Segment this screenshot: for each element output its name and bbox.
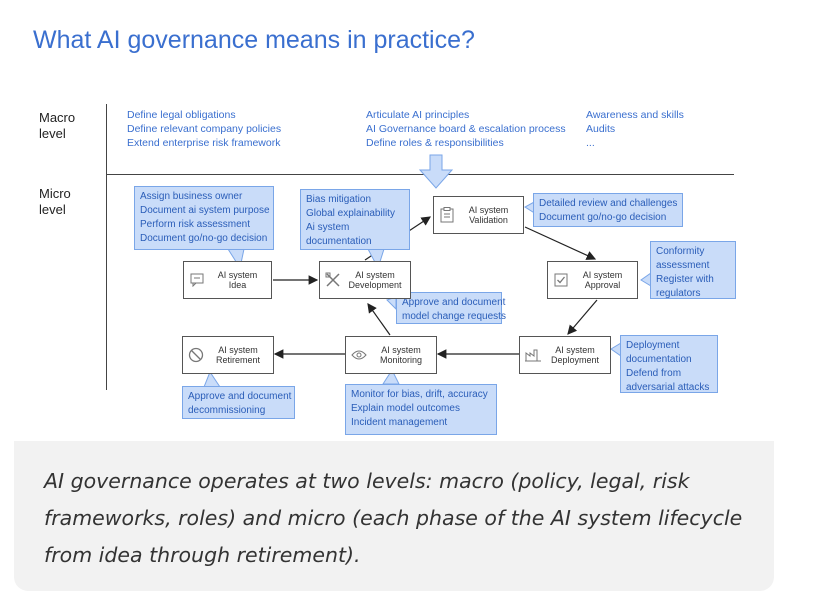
macro-column-principles: Articulate AI principles AI Governance b… xyxy=(366,108,566,150)
macro-item: Define roles & responsibilities xyxy=(366,137,504,149)
note-line: Conformity xyxy=(656,246,705,257)
note-retirement-tasks: Approve and document decommissioning xyxy=(182,386,295,419)
macro-item: Define legal obligations xyxy=(127,109,236,121)
note-line: documentation xyxy=(306,236,372,247)
node-label: AI system Approval xyxy=(582,270,623,290)
note-validation-tasks: Detailed review and challenges Document … xyxy=(533,193,683,227)
factory-icon xyxy=(520,348,546,362)
node-deployment: AI system Deployment xyxy=(519,336,611,374)
note-line: Bias mitigation xyxy=(306,194,372,205)
macro-item: Awareness and skills xyxy=(586,109,684,121)
node-validation: AI system Validation xyxy=(433,196,524,234)
note-line: Defend from xyxy=(626,368,682,379)
macro-level-label: Macro level xyxy=(39,110,76,141)
note-line: Document go/no-go decision xyxy=(539,212,667,223)
note-line: Detailed review and challenges xyxy=(539,198,678,209)
node-idea: AI system Idea xyxy=(183,261,272,299)
level-divider-vertical xyxy=(106,104,107,390)
macro-item: Articulate AI principles xyxy=(366,109,470,121)
note-line: Perform risk assessment xyxy=(140,219,251,230)
node-label: AI system Validation xyxy=(468,205,509,225)
note-line: Deployment xyxy=(626,340,680,351)
macro-item: Extend enterprise risk framework xyxy=(127,137,281,149)
node-label: AI system Retirement xyxy=(215,345,260,365)
arrow-monitoring-development xyxy=(367,303,391,336)
caption-box: AI governance operates at two levels: ma… xyxy=(14,441,774,591)
note-line: assessment xyxy=(656,260,710,271)
note-line: adversarial attacks xyxy=(626,382,710,393)
macro-item: Define relevant company policies xyxy=(127,123,282,135)
node-label: AI system Idea xyxy=(217,270,258,290)
note-line: Ai system xyxy=(306,222,350,233)
chat-bubble-icon xyxy=(184,273,210,287)
macro-column-legal: Define legal obligations Define relevant… xyxy=(127,108,281,150)
note-line: Assign business owner xyxy=(140,191,243,202)
macro-item: AI Governance board & escalation process xyxy=(366,123,566,135)
micro-level-label: Micro level xyxy=(39,186,71,217)
node-approval: AI system Approval xyxy=(547,261,638,299)
macro-column-skills: Awareness and skills Audits ... xyxy=(586,108,684,150)
note-model-change: Approve and document model change reques… xyxy=(396,292,506,324)
note-line: decommissioning xyxy=(188,405,266,416)
note-line: Global explainability xyxy=(306,208,395,219)
note-line: Monitor for bias, drift, accuracy xyxy=(351,389,488,400)
note-line: Approve and document xyxy=(402,297,506,308)
note-approval-tasks: Conformity assessment Register with regu… xyxy=(650,241,736,299)
node-monitoring: AI system Monitoring xyxy=(345,336,437,374)
node-retirement: AI system Retirement xyxy=(182,336,274,374)
note-line: regulators xyxy=(656,288,701,299)
macro-to-micro-arrow xyxy=(418,154,454,189)
node-label: AI system Monitoring xyxy=(379,345,423,365)
note-monitoring-tasks: Monitor for bias, drift, accuracy Explai… xyxy=(345,384,497,435)
note-line: Document go/no-go decision xyxy=(140,233,268,244)
note-line: documentation xyxy=(626,354,692,365)
arrow-validation-approval xyxy=(524,226,597,260)
node-development: AI system Development xyxy=(319,261,411,299)
note-line: Incident management xyxy=(351,417,448,428)
tools-icon xyxy=(320,272,346,288)
note-line: Approve and document xyxy=(188,391,292,402)
arrow-approval-deployment xyxy=(567,299,598,335)
note-line: Register with xyxy=(656,274,714,285)
note-line: Document ai system purpose xyxy=(140,205,270,216)
note-pointer xyxy=(203,370,221,388)
note-idea-tasks: Assign business owner Document ai system… xyxy=(134,186,274,250)
clipboard-icon xyxy=(434,207,460,223)
macro-item: ... xyxy=(586,137,595,149)
note-development-tasks: Bias mitigation Global explainability Ai… xyxy=(300,189,410,250)
checkbox-icon xyxy=(548,273,574,287)
note-line: Explain model outcomes xyxy=(351,403,460,414)
level-divider-horizontal xyxy=(106,174,734,175)
eye-icon xyxy=(346,349,372,361)
page-title: What AI governance means in practice? xyxy=(33,26,475,54)
macro-item: Audits xyxy=(586,123,616,135)
prohibited-icon xyxy=(183,347,209,363)
node-label: AI system Development xyxy=(348,270,402,290)
note-line: model change requests xyxy=(402,311,506,322)
caption-text: AI governance operates at two levels: ma… xyxy=(44,469,743,567)
note-deployment-tasks: Deployment documentation Defend from adv… xyxy=(620,335,718,393)
node-label: AI system Deployment xyxy=(550,345,600,365)
